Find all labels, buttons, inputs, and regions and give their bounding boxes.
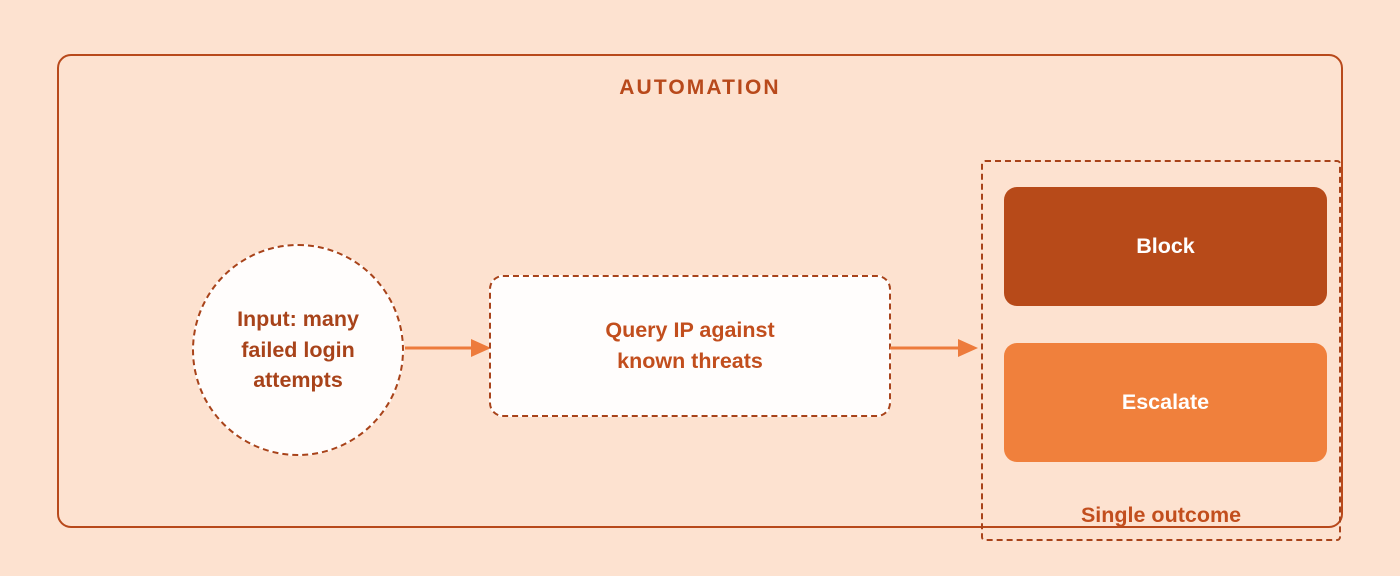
node-query-process[interactable]: Query IP against known threats bbox=[489, 275, 891, 417]
connector-process-to-outcome-icon bbox=[890, 339, 978, 357]
node-input-label: Input: many failed login attempts bbox=[237, 307, 359, 393]
outcome-group: Block Escalate Single outcome bbox=[981, 160, 1341, 541]
outcome-option-escalate[interactable]: Escalate bbox=[1004, 343, 1327, 462]
outcome-group-caption: Single outcome bbox=[1080, 503, 1242, 527]
automation-frame: AUTOMATION Input: many failed login atte… bbox=[57, 54, 1343, 541]
connector-input-to-process-icon bbox=[405, 339, 491, 357]
outcome-option-block-label: Block bbox=[1136, 234, 1195, 258]
outcome-option-escalate-label: Escalate bbox=[1121, 390, 1210, 414]
outcome-option-block[interactable]: Block bbox=[1004, 187, 1327, 306]
node-input-circle[interactable]: Input: many failed login attempts bbox=[192, 244, 404, 456]
node-query-label: Query IP against known threats bbox=[605, 317, 775, 373]
automation-title: AUTOMATION bbox=[619, 76, 781, 99]
